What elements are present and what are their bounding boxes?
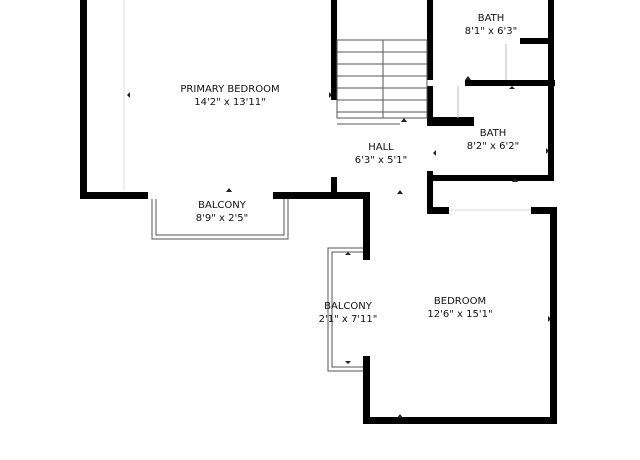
marker [345, 361, 351, 364]
wall-primary-right-upper [331, 0, 337, 100]
bath-upper-name: BATH [478, 13, 505, 24]
walls [80, 0, 557, 424]
hall-name: HALL [368, 142, 394, 153]
stairs-outline [336, 39, 428, 119]
wall-bath-divider [465, 80, 555, 86]
wall-bedroom-left-lower [363, 356, 370, 424]
marker [226, 188, 232, 192]
balcony-top-name: BALCONY [198, 200, 247, 211]
marker [329, 92, 332, 98]
marker [397, 414, 403, 418]
wall-primary-bottom-right [273, 192, 366, 199]
balcony-top-size: 8'9" x 2'5" [196, 213, 248, 224]
primary-bedroom-name: PRIMARY BEDROOM [180, 84, 279, 95]
wall-primary-left [80, 0, 87, 198]
wall-primary-bottom-left [80, 192, 148, 199]
marker [401, 118, 407, 122]
wall-bath-left-mid [427, 86, 433, 126]
bedroom-name: BEDROOM [434, 296, 486, 307]
bedroom-size: 12'6" x 15'1" [427, 309, 492, 320]
wall-bedroom-right [550, 207, 557, 424]
markers [127, 76, 551, 418]
wall-primary-right-lower [331, 177, 337, 197]
marker [397, 190, 403, 194]
balcony-side-size: 2'1" x 7'11" [319, 314, 378, 325]
bath-lower-name: BATH [480, 128, 507, 139]
wall-bedroom-top-right [531, 207, 557, 214]
marker [127, 92, 130, 98]
marker [345, 252, 351, 255]
balcony-top-railing-inner [155, 199, 285, 236]
bath-lower-size: 8'2" x 6'2" [467, 141, 519, 152]
primary-bedroom-size: 14'2" x 13'11" [194, 97, 266, 108]
balcony-side-railing-outer [327, 247, 363, 372]
bath-upper-size: 8'1" x 6'3" [465, 26, 517, 37]
marker [548, 316, 551, 322]
room-labels: PRIMARY BEDROOM 14'2" x 13'11" BATH 8'1"… [180, 13, 519, 325]
wall-bath-lower-left [427, 171, 433, 213]
stairs [336, 39, 428, 125]
fixtures [123, 0, 531, 372]
marker [509, 86, 515, 89]
marker [546, 148, 549, 154]
wall-bath-lower-bottom [432, 175, 554, 181]
balcony-side-railing-inner [331, 251, 363, 368]
marker [433, 150, 436, 156]
wall-bath-lower-right [548, 80, 554, 176]
wall-bath-lower-ledge [432, 117, 474, 126]
balcony-side-name: BALCONY [324, 301, 373, 312]
marker [512, 178, 518, 182]
wall-bedroom-bottom [363, 417, 557, 424]
wall-bath-left-upper [427, 0, 433, 80]
wall-bedroom-top-left [427, 207, 449, 214]
balcony-top-railing-outer [151, 199, 289, 240]
marker [465, 76, 471, 80]
wall-bath-upper-bottom [520, 38, 554, 44]
hall-size: 6'3" x 5'1" [355, 155, 407, 166]
wall-bedroom-left-upper [363, 192, 370, 260]
